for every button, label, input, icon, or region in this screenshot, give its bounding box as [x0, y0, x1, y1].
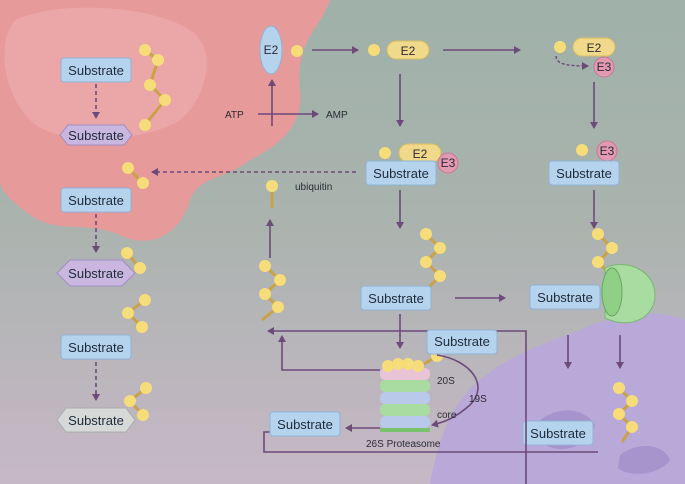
e2-enzyme-top-middle: E2	[368, 40, 430, 60]
substrate-label: Substrate	[68, 128, 124, 143]
substrate-label: Substrate	[68, 413, 124, 428]
substrate-box-left-5: Substrate	[60, 334, 132, 360]
e2-label: E2	[264, 43, 279, 57]
e3-label: E3	[600, 144, 615, 158]
substrate-hex-left-2: Substrate	[59, 124, 133, 146]
ubiquitin-chain-left-1	[139, 44, 171, 131]
ubiquitin-chain-mid	[420, 228, 446, 290]
atp-label: ATP	[225, 110, 244, 121]
label-19s: 19S	[469, 394, 487, 405]
substrate-label: Substrate	[373, 166, 429, 181]
substrate-box-left-1: Substrate	[60, 57, 132, 83]
substrate-box-right: Substrate	[529, 284, 601, 310]
ubiquitin-chain-recycle	[259, 260, 286, 322]
ubiquitin-chain-left-4	[122, 294, 151, 333]
substrate-diamond-left-4: Substrate	[56, 259, 136, 287]
substrate-box-mid: Substrate	[360, 285, 432, 311]
e3-substrate-right: E3 Substrate	[548, 140, 620, 186]
substrate-label: Substrate	[368, 291, 424, 306]
substrate-label: Substrate	[556, 166, 612, 181]
e2-label: E2	[587, 41, 602, 55]
e2-label: E2	[401, 44, 416, 58]
ubiquitin-chain-left-3	[121, 247, 146, 274]
e2-e3-top-right: E2 E3	[554, 37, 616, 78]
arrow-dashed-e3	[555, 55, 589, 70]
substrate-label: Substrate	[434, 334, 490, 349]
substrate-label: Substrate	[530, 426, 586, 441]
substrate-label: Substrate	[537, 290, 593, 305]
substrate-hex-left-6: Substrate	[56, 407, 136, 433]
e3-label: E3	[597, 60, 612, 74]
recycle-line-outer	[267, 327, 527, 484]
substrate-box-purple: Substrate	[522, 420, 594, 446]
ubiquitin-chain-left-2	[122, 162, 149, 189]
substrate-label: Substrate	[68, 266, 124, 281]
ubiquitin-chain-purple	[613, 382, 638, 443]
substrate-label: Substrate	[68, 63, 124, 78]
e2-e3-substrate-complex: E2 E3 Substrate	[365, 143, 459, 186]
label-26s-proteasome: 26S Proteasome	[366, 439, 441, 450]
substrate-box-left-3: Substrate	[60, 187, 132, 213]
substrate-box-proteasome: Substrate	[426, 329, 498, 355]
e2-label: E2	[413, 147, 428, 161]
ubiquitin-chain-left-5	[124, 382, 152, 421]
amp-label: AMP	[326, 110, 348, 121]
substrate-box-bottom: Substrate	[269, 411, 341, 437]
substrate-label: Substrate	[68, 340, 124, 355]
e2-enzyme-vertical: E2	[259, 25, 283, 75]
e3-label: E3	[441, 156, 456, 170]
ubiquitin-label: ubiquitin	[295, 182, 332, 193]
proteasome-green-cap	[601, 263, 656, 324]
arrow-proteasome-left	[278, 335, 380, 371]
substrate-label: Substrate	[277, 417, 333, 432]
substrate-label: Substrate	[68, 193, 124, 208]
ubiquitin-single	[266, 180, 278, 208]
label-core: core	[437, 410, 457, 421]
proteasome-26s	[380, 358, 430, 432]
proteasome-cycle-arrow	[431, 354, 479, 428]
ubiquitin-dot	[291, 45, 303, 57]
label-20s: 20S	[437, 376, 455, 387]
